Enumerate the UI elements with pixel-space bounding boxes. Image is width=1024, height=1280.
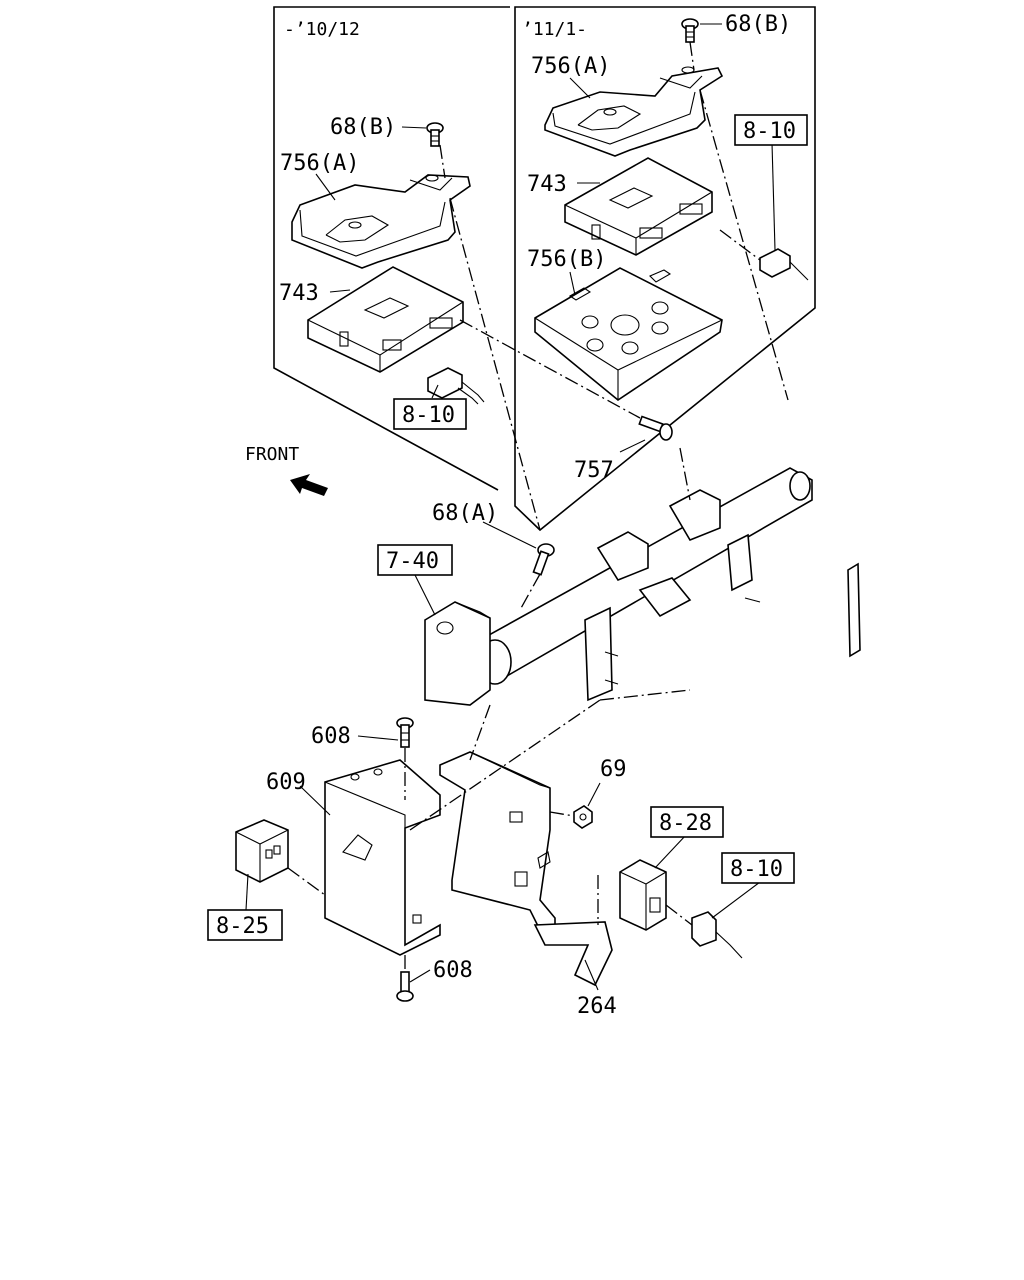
ref-box-810-left — [393, 398, 467, 430]
callout-810-right: 8-10 — [743, 119, 796, 144]
leader-lines — [245, 23, 776, 991]
connector-left — [427, 367, 485, 405]
ecu-743-right — [564, 157, 713, 256]
bracket-264 — [439, 751, 613, 987]
callout-68a: 68(A) — [432, 501, 498, 526]
inset-right-date: ’11/1- — [522, 19, 587, 40]
callout-743-right: 743 — [527, 172, 567, 197]
callout-756a-left: 756(A) — [280, 151, 359, 176]
callout-756a-right: 756(A) — [531, 54, 610, 79]
bolt-68b-left — [426, 122, 444, 147]
inset-left-panel — [273, 6, 510, 491]
relay-825 — [235, 819, 289, 883]
ecu-743-left — [307, 266, 464, 373]
callout-608-bottom: 608 — [433, 958, 473, 983]
bolt-608-bottom — [396, 971, 414, 1002]
ref-box-825 — [207, 909, 283, 941]
callout-825: 8-25 — [216, 914, 269, 939]
front-label: FRONT — [245, 444, 299, 465]
callout-757: 757 — [574, 458, 614, 483]
callout-68b-left: 68(B) — [330, 115, 396, 140]
ref-box-740 — [377, 544, 453, 576]
bracket-756a-right — [544, 66, 724, 157]
bracket-756a-left — [291, 174, 471, 269]
inset-right-panel — [514, 6, 816, 532]
callout-609: 609 — [266, 770, 306, 795]
dash-lines — [287, 41, 789, 972]
callout-756b-right: 756(B) — [527, 247, 606, 272]
bracket-740 — [424, 601, 491, 706]
tray-756b-right — [534, 267, 723, 401]
callout-810-bottom: 8-10 — [730, 857, 783, 882]
ref-box-810-right — [734, 114, 808, 146]
module-828 — [619, 859, 667, 931]
callout-740: 7-40 — [386, 549, 439, 574]
callout-828: 8-28 — [659, 811, 712, 836]
bolt-608-top — [396, 717, 414, 748]
callout-608-top: 608 — [311, 724, 351, 749]
bolt-757 — [638, 415, 673, 441]
callout-264: 264 — [577, 994, 617, 1019]
crossbeam-pipe — [478, 467, 861, 702]
callout-69: 69 — [600, 757, 627, 782]
ref-box-810-bottom — [721, 852, 795, 884]
bracket-609 — [324, 759, 441, 956]
callout-810-left: 8-10 — [402, 403, 455, 428]
bolt-68b-right — [681, 18, 699, 43]
connector-bottom — [691, 911, 743, 959]
inset-left-date: -’10/12 — [284, 19, 360, 40]
callout-68b-right: 68(B) — [725, 12, 791, 37]
front-arrow-icon — [290, 474, 328, 496]
callout-743-left: 743 — [279, 281, 319, 306]
nut-69 — [573, 805, 593, 829]
bolt-68a — [532, 543, 555, 576]
connector-right — [759, 248, 809, 281]
ref-box-828 — [650, 806, 724, 838]
